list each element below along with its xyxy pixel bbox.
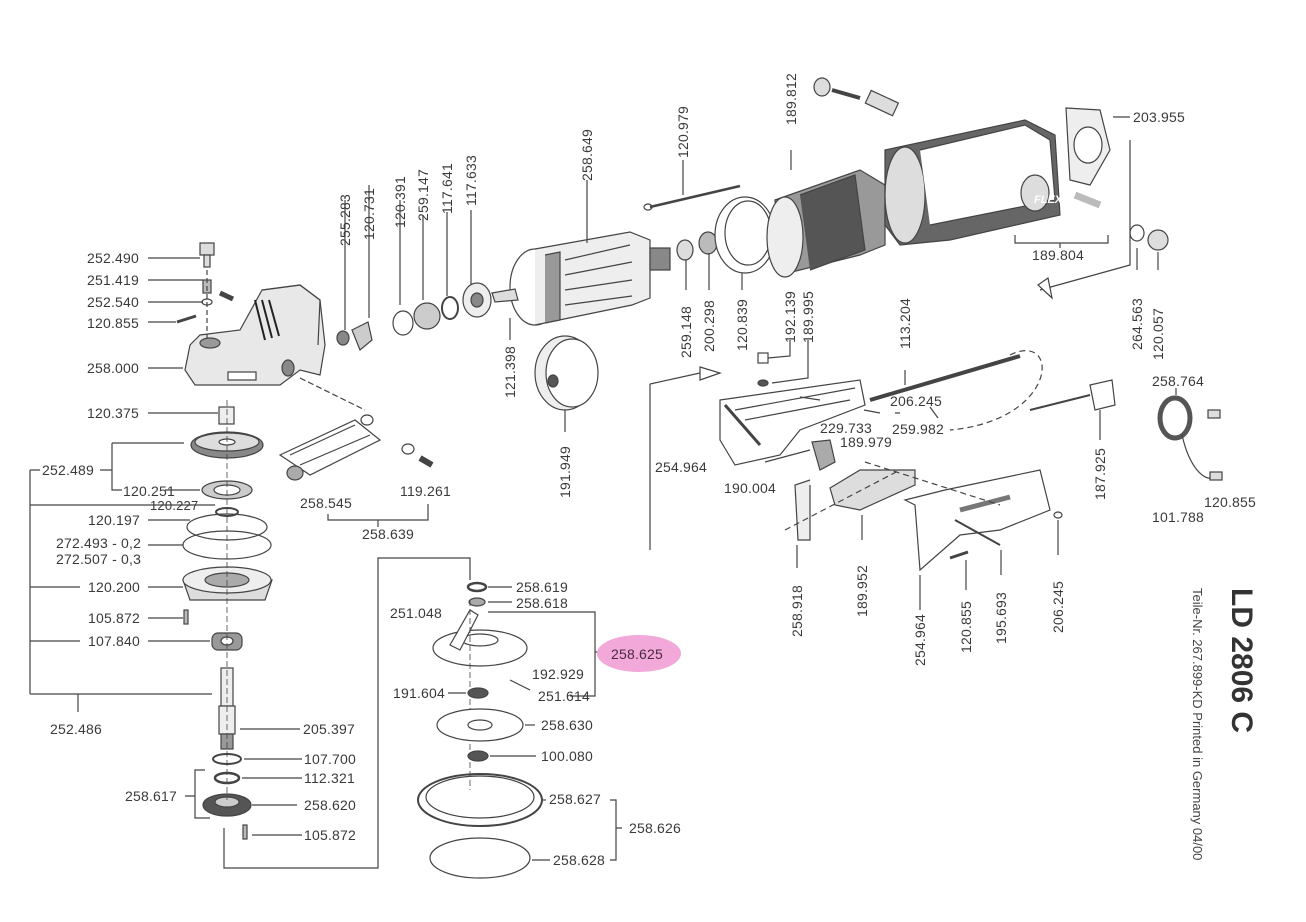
stator <box>766 169 886 278</box>
part-label[interactable]: 192.929 <box>532 666 585 682</box>
part-label[interactable]: 113.204 <box>897 298 913 349</box>
part-label[interactable]: 258.639 <box>362 526 415 542</box>
part-label[interactable]: 187.925 <box>1092 447 1108 500</box>
part-label[interactable]: 189.979 <box>840 434 893 450</box>
highlighted-part-label[interactable]: 258.625 <box>611 646 664 662</box>
swivel-handle <box>278 414 434 481</box>
part-label[interactable]: 107.840 <box>88 633 141 649</box>
part-label[interactable]: 192.139 <box>782 290 798 343</box>
part-label[interactable]: 272.507 - 0,3 <box>56 551 142 567</box>
part-label[interactable]: 117.633 <box>463 155 479 206</box>
part-label[interactable]: 258.649 <box>579 128 595 181</box>
part-label[interactable]: 189.812 <box>783 72 799 125</box>
part-label[interactable]: 195.693 <box>993 591 1009 644</box>
screw-parts-top <box>176 242 235 324</box>
part-label[interactable]: 200.298 <box>701 299 717 352</box>
part-label[interactable]: 189.804 <box>1032 247 1085 263</box>
part-label[interactable]: 120.197 <box>88 512 141 528</box>
part-label[interactable]: 120.200 <box>88 579 141 595</box>
part-label[interactable]: 206.245 <box>890 393 943 409</box>
part-label[interactable]: 251.048 <box>390 605 443 621</box>
gear-head-housing <box>184 284 326 386</box>
part-label[interactable]: 112.321 <box>304 770 355 786</box>
part-label[interactable]: 258.630 <box>541 717 594 733</box>
part-label[interactable]: 101.788 <box>1152 509 1205 525</box>
part-label[interactable]: 229.733 <box>820 420 873 436</box>
part-label[interactable]: 189.952 <box>854 564 870 617</box>
part-label[interactable]: 189.995 <box>800 290 816 343</box>
part-label[interactable]: 206.245 <box>1050 580 1066 633</box>
part-label[interactable]: 120.057 <box>1150 307 1166 360</box>
part-label[interactable]: 191.604 <box>393 685 446 701</box>
flex-logo: FLEX <box>1034 194 1063 206</box>
part-label[interactable]: 120.855 <box>87 315 140 331</box>
part-label[interactable]: 120.855 <box>958 600 974 653</box>
part-label[interactable]: 191.949 <box>557 445 573 498</box>
part-label[interactable]: 251.614 <box>538 688 591 704</box>
part-label[interactable]: 251.419 <box>87 272 140 288</box>
part-label[interactable]: 258.628 <box>553 852 606 868</box>
part-label[interactable]: 120.227 <box>150 498 199 513</box>
highlight-ellipse <box>597 635 681 672</box>
part-label[interactable]: 258.618 <box>516 595 569 611</box>
part-label[interactable]: 259.148 <box>678 305 694 358</box>
backing-pad <box>432 609 528 667</box>
part-label[interactable]: 205.397 <box>303 721 356 737</box>
part-label[interactable]: 120.731 <box>361 187 377 240</box>
part-label[interactable]: 107.700 <box>304 751 357 767</box>
part-label[interactable]: 258.627 <box>549 791 602 807</box>
part-label[interactable]: 105.872 <box>304 827 357 843</box>
part-label[interactable]: 254.964 <box>912 613 928 666</box>
part-label[interactable]: 258.620 <box>304 797 357 813</box>
part-label[interactable]: 255.283 <box>337 193 353 246</box>
part-label[interactable]: 259.982 <box>892 421 945 437</box>
document-footer: Teile-Nr. 267.899-KD Printed in Germany … <box>1190 588 1205 861</box>
part-label[interactable]: 252.540 <box>87 294 140 310</box>
part-label[interactable]: 119.261 <box>400 483 451 499</box>
part-label[interactable]: 121.398 <box>502 345 518 398</box>
fan <box>534 335 599 411</box>
part-label[interactable]: 120.979 <box>675 105 691 158</box>
part-label[interactable]: 120.251 <box>123 483 176 499</box>
part-label[interactable]: 272.493 - 0,2 <box>56 535 142 551</box>
part-label[interactable]: 254.964 <box>655 459 708 475</box>
part-label[interactable]: 120.391 <box>392 175 408 228</box>
part-label[interactable]: 100.080 <box>541 748 594 764</box>
armature <box>491 231 671 326</box>
part-label[interactable]: 203.955 <box>1133 109 1186 125</box>
part-label[interactable]: 105.872 <box>88 610 141 626</box>
part-label[interactable]: 258.918 <box>789 584 805 637</box>
part-label[interactable]: 252.486 <box>50 721 103 737</box>
part-label[interactable]: 258.545 <box>300 495 353 511</box>
part-label[interactable]: 258.626 <box>629 820 682 836</box>
part-label[interactable]: 258.764 <box>1152 373 1205 389</box>
part-label[interactable]: 258.617 <box>125 788 178 804</box>
part-label[interactable]: 120.375 <box>87 405 140 421</box>
brush-holder-top <box>813 77 900 117</box>
bearing-flange <box>182 566 273 601</box>
model-title: LD 2806 C <box>1225 588 1258 734</box>
part-label[interactable]: 258.619 <box>516 579 569 595</box>
part-label[interactable]: 120.855 <box>1204 494 1257 510</box>
part-label[interactable]: 252.489 <box>42 462 95 478</box>
part-label[interactable]: 264.563 <box>1129 297 1145 350</box>
part-label[interactable]: 252.490 <box>87 250 140 266</box>
handle-half-lower <box>903 469 1051 572</box>
motor-housing <box>884 119 1061 246</box>
part-label[interactable]: 259.147 <box>415 168 431 221</box>
part-label[interactable]: 190.004 <box>724 480 777 496</box>
part-label[interactable]: 258.000 <box>87 360 140 376</box>
part-label[interactable]: 120.839 <box>734 298 750 351</box>
handle-half-upper <box>719 379 866 466</box>
part-label[interactable]: 117.641 <box>439 163 455 214</box>
